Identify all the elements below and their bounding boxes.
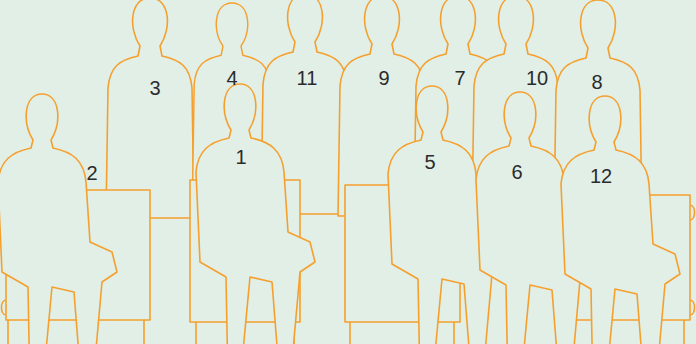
chair-legs (8, 320, 684, 344)
callout-number: 5 (424, 152, 435, 172)
callout-number: 4 (226, 68, 237, 88)
callout-number: 7 (454, 68, 465, 88)
callout-number: 3 (149, 78, 160, 98)
callout-number: 6 (511, 162, 522, 182)
standing-person (106, 0, 194, 218)
callout-number: 2 (86, 163, 97, 183)
seated-person (561, 96, 680, 344)
callout-number: 11 (297, 68, 318, 88)
callout-number: 9 (378, 68, 389, 88)
callout-number: 1 (235, 147, 246, 167)
callout-number: 8 (591, 72, 602, 92)
callout-number: 10 (526, 68, 548, 88)
seated-person (0, 94, 117, 344)
seated-person (196, 84, 315, 344)
callout-number: 12 (590, 166, 612, 186)
